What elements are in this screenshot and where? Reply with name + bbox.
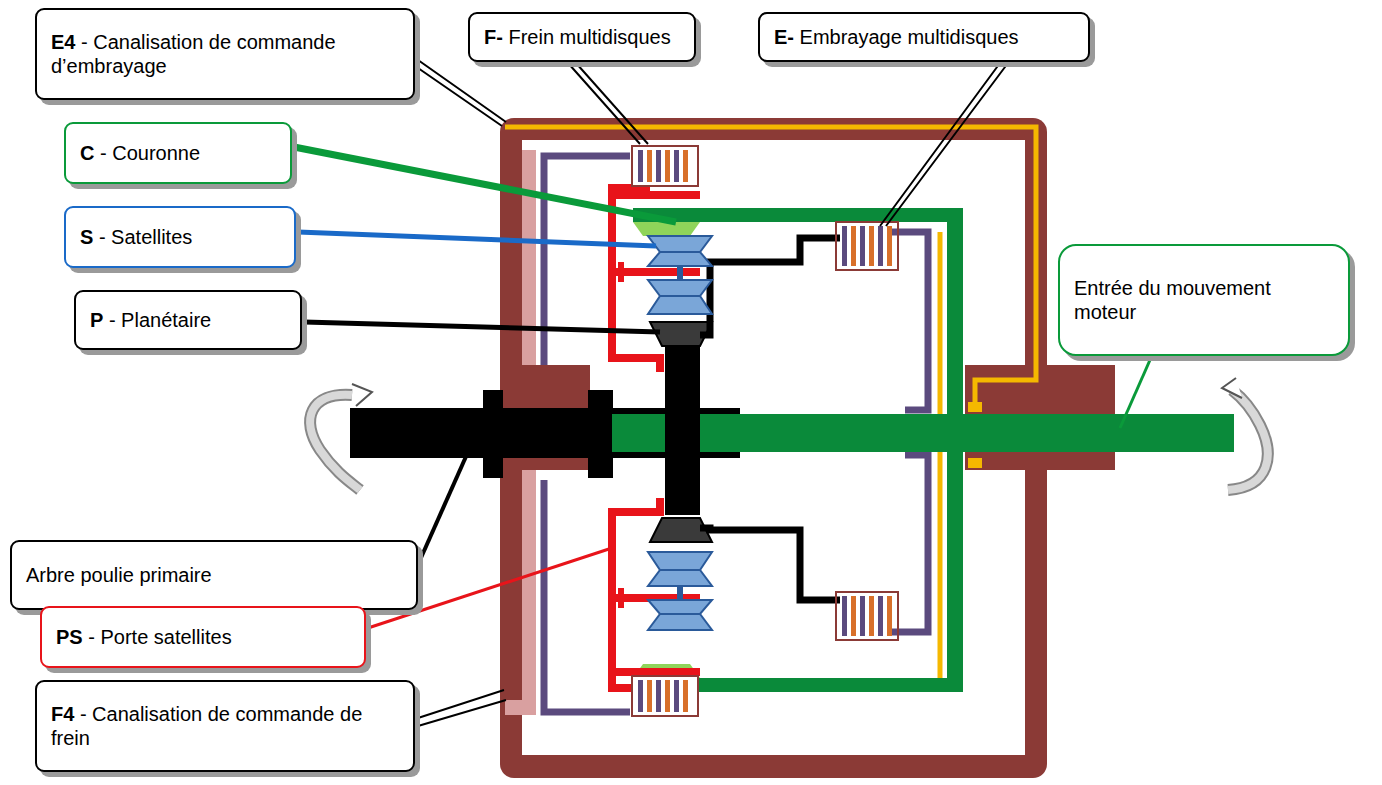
callout-box: F- Frein multidisques <box>468 12 696 62</box>
disc-plate <box>656 680 661 712</box>
brake-oil-channel <box>522 150 536 365</box>
clutch-housing <box>836 222 898 270</box>
disc-plate <box>656 150 661 182</box>
disc-plate <box>683 680 688 712</box>
clutch-piston <box>890 232 928 410</box>
callout-box: S - Satellites <box>64 206 296 268</box>
callout-box: PS - Porte satellites <box>40 606 366 668</box>
disc-plate <box>842 226 847 266</box>
disc-plate <box>638 680 643 712</box>
disc-plate <box>878 226 883 266</box>
planet-pin <box>677 266 683 600</box>
brake-oil-channel <box>505 700 536 715</box>
disc-plate <box>674 680 679 712</box>
shaft-flange <box>588 390 613 478</box>
callout-box: E4 - Canalisation de commande d’embrayag… <box>35 8 415 100</box>
callout-box: F4 - Canalisation de commande de frein <box>35 680 415 772</box>
callout-label: S - Satellites <box>80 225 192 249</box>
disc-plate <box>683 150 688 182</box>
disc-plate <box>869 226 874 266</box>
brake-discs <box>632 146 698 716</box>
disc-plate <box>851 226 856 266</box>
disc-plate <box>887 226 892 266</box>
disc-plate <box>665 680 670 712</box>
callout-label: C - Couronne <box>80 141 200 165</box>
leader-line <box>294 60 1150 726</box>
callout-box: P - Planétaire <box>74 290 302 350</box>
callout-box: C - Couronne <box>64 122 292 184</box>
disc-plate <box>887 596 892 636</box>
disc-plate <box>842 596 847 636</box>
disc-plate <box>869 596 874 636</box>
disc-plate <box>665 150 670 182</box>
clutch-housing <box>836 592 898 640</box>
clutch-oil-port <box>968 402 982 412</box>
disc-plate <box>860 596 865 636</box>
callout-label: PS - Porte satellites <box>56 625 232 649</box>
callout-label: F- Frein multidisques <box>484 25 671 49</box>
clutch-disc-plates <box>836 222 898 640</box>
disc-plate <box>851 596 856 636</box>
callout-label: Arbre poulie primaire <box>26 563 212 587</box>
callout-label: E- Embrayage multidisques <box>774 25 1019 49</box>
ring-gear <box>633 208 963 692</box>
shaft-flange <box>483 390 503 478</box>
callout-label: F4 - Canalisation de commande de frein <box>51 702 399 750</box>
disc-plate <box>860 226 865 266</box>
disc-plate <box>878 596 883 636</box>
disc-plate <box>647 150 652 182</box>
planet-gear <box>648 236 712 630</box>
callout-box: E- Embrayage multidisques <box>758 12 1090 62</box>
clutch-oil-channel <box>938 232 943 690</box>
brake-disc-plates <box>638 150 688 712</box>
input-shaft <box>612 414 1234 452</box>
callout-box: Arbre poulie primaire <box>10 540 418 610</box>
disc-plate <box>674 150 679 182</box>
clutch-piston <box>890 455 928 632</box>
callout-label: E4 - Canalisation de commande d’embrayag… <box>51 30 399 78</box>
callout-label: P - Planétaire <box>90 308 211 332</box>
callout-label: Entrée du mouvement moteur <box>1074 276 1334 324</box>
callout-box: Entrée du mouvement moteur <box>1058 244 1350 356</box>
disc-plate <box>638 150 643 182</box>
brake-oil-channel <box>522 470 536 715</box>
rotation-arrow <box>310 378 1268 490</box>
clutch-oil-port <box>968 458 982 468</box>
disc-plate <box>647 680 652 712</box>
planet-axle <box>618 262 624 608</box>
